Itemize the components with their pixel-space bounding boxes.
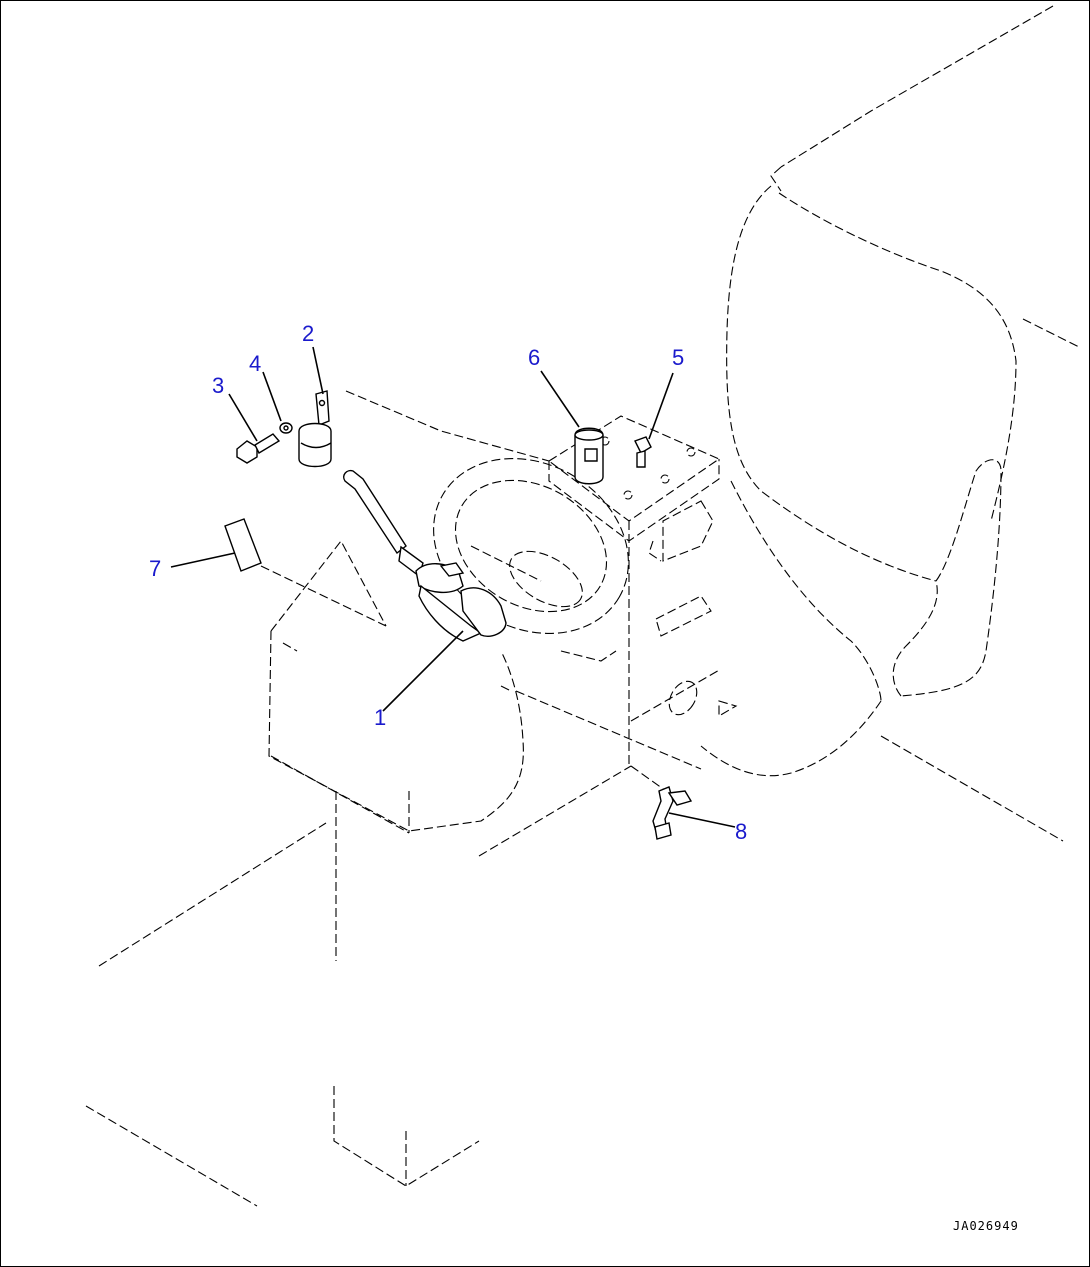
part-cylinder bbox=[574, 427, 604, 485]
cab-structure bbox=[85, 5, 1080, 1207]
callout-5: 5 bbox=[672, 345, 685, 370]
callout-8: 8 bbox=[735, 819, 748, 844]
part-plate bbox=[224, 518, 262, 572]
callout-4: 4 bbox=[249, 351, 262, 376]
callout-1: 1 bbox=[374, 705, 387, 730]
callout-2: 2 bbox=[302, 321, 315, 346]
part-bolt bbox=[236, 433, 281, 464]
part-bracket bbox=[652, 786, 693, 840]
part-washer bbox=[279, 422, 293, 434]
callout-6: 6 bbox=[528, 345, 541, 370]
part-switch bbox=[634, 436, 652, 468]
callout-3: 3 bbox=[212, 373, 225, 398]
part-clamp bbox=[298, 390, 332, 468]
leader-lines bbox=[170, 346, 736, 828]
figure-id-label: JA026949 bbox=[953, 1219, 1019, 1233]
callout-7: 7 bbox=[149, 556, 162, 581]
part-lever-assembly bbox=[343, 469, 507, 642]
